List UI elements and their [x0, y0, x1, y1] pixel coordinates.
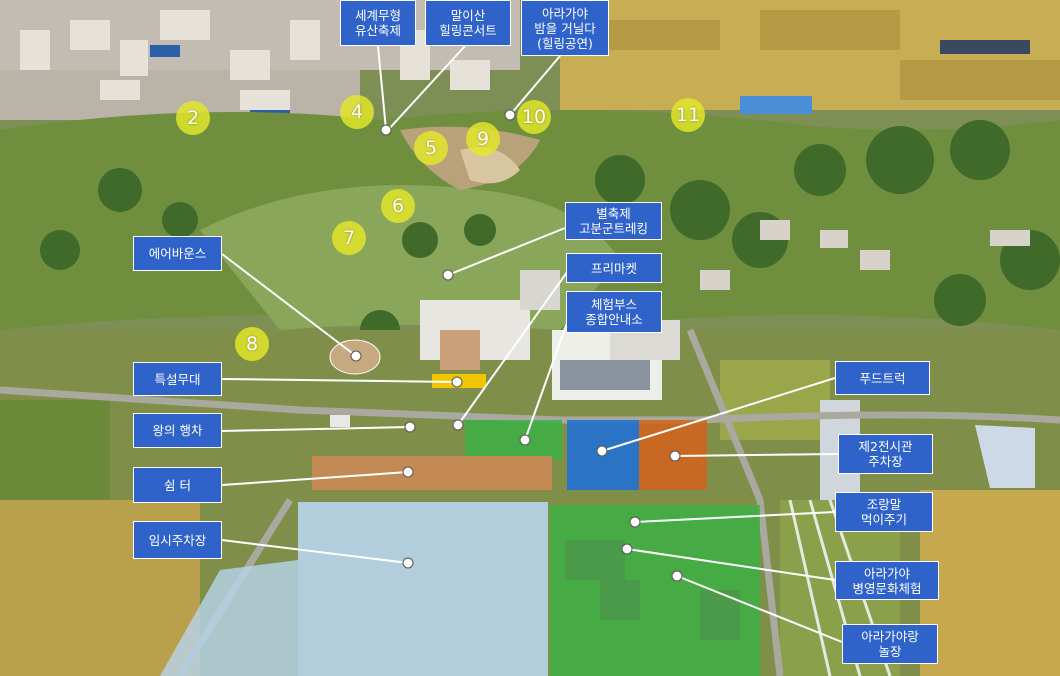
zone-marker-2: 2	[176, 101, 210, 135]
zone-marker-11: 11	[671, 98, 705, 132]
label-playground: 아라가야랑 놀장	[842, 624, 938, 664]
label-booth-info: 체험부스 종합안내소	[566, 291, 662, 333]
zone-marker-9: 9	[466, 122, 500, 156]
label-king-procession: 왕의 행차	[133, 413, 222, 448]
zone-marker-5: 5	[414, 131, 448, 165]
label-food-truck: 푸드트럭	[835, 361, 930, 395]
zone-marker-10: 10	[517, 100, 551, 134]
label-special-stage: 특설무대	[133, 362, 222, 396]
zone-marker-8: 8	[235, 327, 269, 361]
zone-marker-4: 4	[340, 95, 374, 129]
label-rest-area: 쉼 터	[133, 467, 222, 503]
zone-marker-7: 7	[332, 221, 366, 255]
label-heritage-festival: 세계무형 유산축제	[340, 0, 416, 46]
label-air-bounce: 에어바운스	[133, 236, 222, 271]
label-flea-market: 프리마켓	[566, 253, 662, 283]
zone-marker-6: 6	[381, 189, 415, 223]
label-temp-parking: 임시주차장	[133, 521, 222, 559]
label-malisan-concert: 말이산 힐링콘서트	[425, 0, 511, 46]
label-star-festival: 별축제 고분군트레킹	[565, 202, 662, 240]
label-parking-2: 제2전시관 주차장	[838, 434, 933, 474]
label-horse-feeding: 조랑말 먹이주기	[835, 492, 933, 532]
label-aragaya-night: 아라가야 밤을 거닐다 (힐링공연)	[521, 0, 609, 56]
label-military-culture: 아라가야 병영문화체험	[835, 561, 939, 600]
